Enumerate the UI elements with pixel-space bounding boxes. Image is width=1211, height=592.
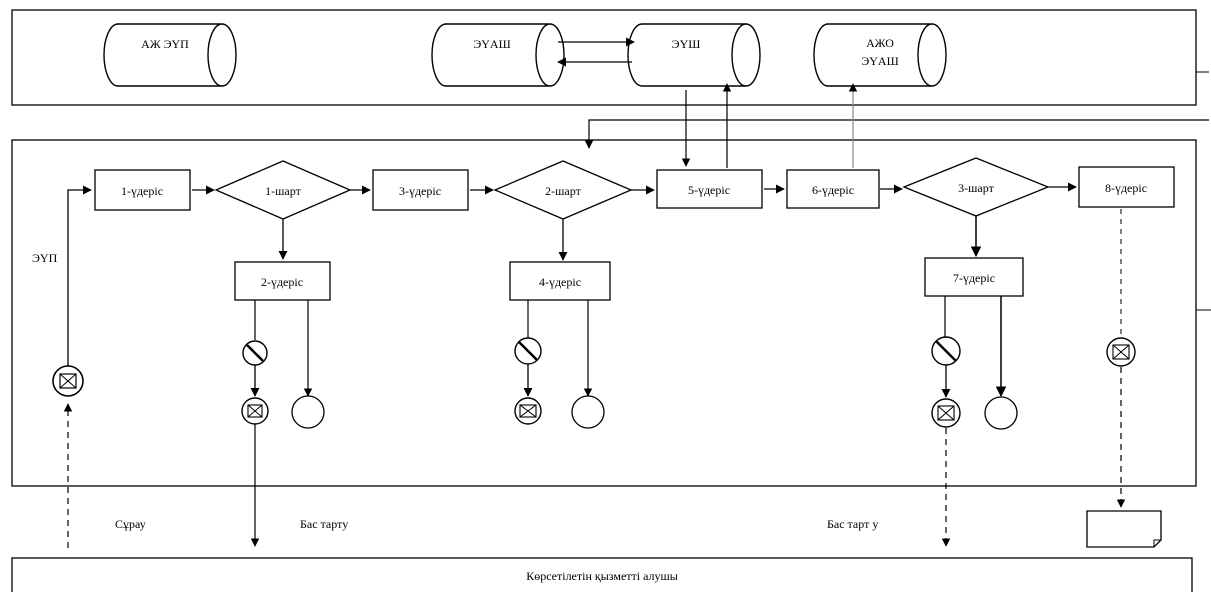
footer-label: Көрсетілетін қызметті алушы	[526, 569, 678, 583]
envelope-icon	[1106, 337, 1136, 367]
system-label: ЭҮАШ	[473, 37, 510, 51]
step-7-label: 7-үдеріс	[953, 271, 995, 285]
arrow-feedback-to-condition-2	[584, 119, 1209, 149]
end-circle	[291, 395, 325, 429]
service-recipient-lane	[11, 557, 1193, 592]
step-2-box	[234, 261, 331, 301]
system-eush: ЭҮШ	[627, 23, 761, 87]
system-azho-euash: АЖО ЭҮАШ	[813, 23, 947, 87]
step-4-box	[509, 261, 611, 301]
end-circle	[984, 396, 1018, 430]
step-3-label: 3-үдеріс	[399, 184, 441, 198]
step-8-label: 8-үдеріс	[1105, 181, 1147, 195]
step-6-label: 6-үдеріс	[812, 183, 854, 197]
note-refusal-1: Бас тарту	[300, 517, 348, 531]
step-4-label: 4-үдеріс	[539, 275, 581, 289]
condition-1-label: 1-шарт	[265, 184, 301, 198]
condition-3-label: 3-шарт	[958, 181, 994, 195]
condition-2-label: 2-шарт	[545, 184, 581, 198]
system-label-line1: АЖО	[866, 36, 894, 50]
prohibit-icon	[931, 336, 961, 366]
system-az-eup: АЖ ЭҮП	[103, 23, 237, 87]
start-envelope-icon	[52, 365, 84, 397]
prohibit-icon	[514, 337, 542, 365]
lane-label: ЭҮП	[32, 251, 58, 265]
envelope-icon	[514, 397, 542, 425]
step-3-box	[372, 169, 469, 211]
document-corner	[1153, 539, 1161, 547]
systems-lane	[11, 9, 1197, 106]
envelope-icon	[241, 397, 269, 425]
end-circle	[571, 395, 605, 429]
envelope-icon	[931, 398, 961, 428]
document-icon	[1086, 510, 1162, 548]
step-1-box	[94, 169, 191, 211]
system-label-line2: ЭҮАШ	[861, 54, 898, 68]
step-5-box	[656, 169, 763, 209]
prohibit-icon	[242, 340, 268, 366]
step-6-box	[786, 169, 880, 209]
note-request: Сұрау	[115, 517, 146, 531]
process-lane	[11, 139, 1197, 487]
note-refusal-2: Бас тарт у	[827, 517, 878, 531]
step-2-label: 2-үдеріс	[261, 275, 303, 289]
step-1-label: 1-үдеріс	[121, 184, 163, 198]
system-euash: ЭҮАШ	[431, 23, 565, 87]
system-label: АЖ ЭҮП	[141, 37, 189, 51]
step-8-box	[1078, 166, 1175, 208]
step-5-label: 5-үдеріс	[688, 183, 730, 197]
arrow-start-to-step-1	[67, 185, 92, 366]
step-7-box	[924, 257, 1024, 297]
system-label: ЭҮШ	[672, 37, 701, 51]
